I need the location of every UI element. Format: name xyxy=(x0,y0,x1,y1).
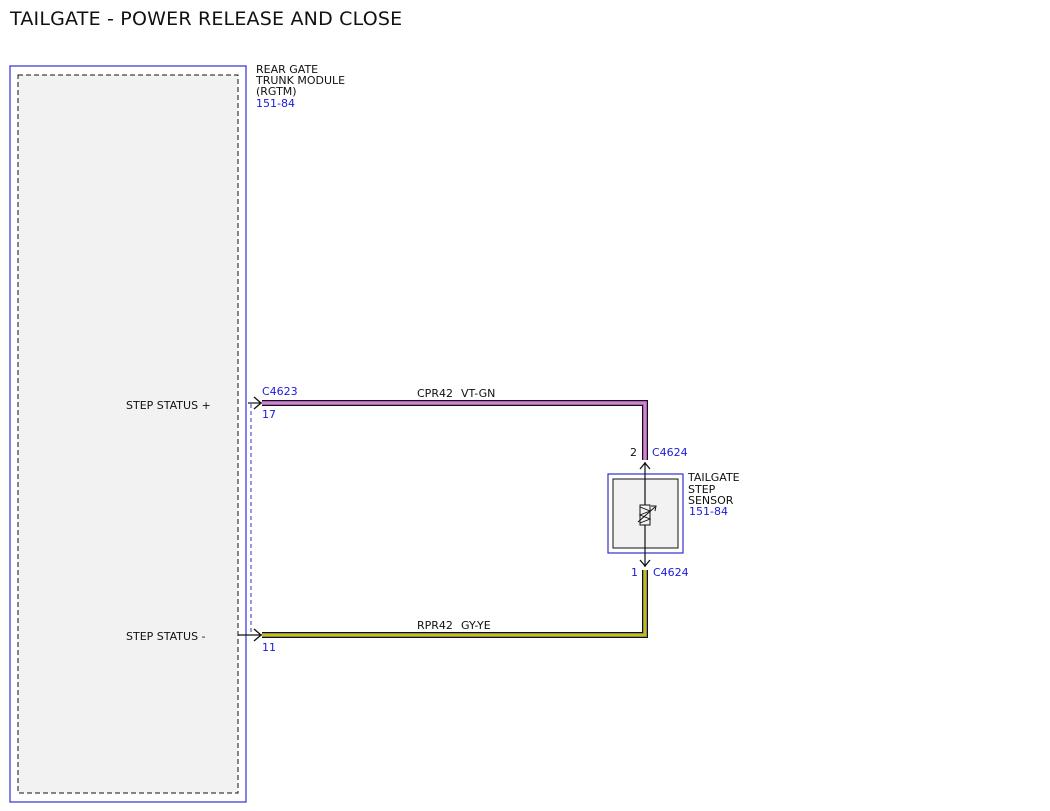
sensor-arrow-bottom xyxy=(639,559,651,568)
sensor-pin-1: 1 xyxy=(631,566,638,579)
sensor-pin-2: 2 xyxy=(630,446,637,459)
sensor-connector-bottom: C4624 xyxy=(653,566,689,579)
page-title: TAILGATE - POWER RELEASE AND CLOSE xyxy=(10,8,403,30)
pin-label-step-status-minus: STEP STATUS - xyxy=(126,630,206,643)
wire-rpr42 xyxy=(262,570,648,638)
pin-label-step-status-plus: STEP STATUS + xyxy=(126,399,211,412)
sensor-name-line-2: STEP xyxy=(688,483,716,496)
module-pin-11: 11 xyxy=(262,641,276,654)
module-body xyxy=(17,74,239,794)
module-name-line-2: TRUNK MODULE xyxy=(255,74,345,87)
module-name-line-3: (RGTM) xyxy=(256,85,297,98)
variable-resistor-icon xyxy=(637,504,657,526)
pin-arrow-17 xyxy=(253,396,262,410)
sensor-connector-top: C4624 xyxy=(652,446,688,459)
wire-bottom-circuit: RPR42 xyxy=(417,619,453,632)
wire-cpr42 xyxy=(262,400,648,460)
sensor-ref: 151-84 xyxy=(689,505,728,518)
sensor-name-line-1: TAILGATE xyxy=(687,471,740,484)
module-connector-id: C4623 xyxy=(262,385,298,398)
wire-top-circuit: CPR42 xyxy=(417,387,453,400)
module-outline xyxy=(9,65,247,803)
sensor-name-line-3: SENSOR xyxy=(688,494,734,507)
sensor-arrow-top xyxy=(639,461,651,470)
module-name-line-1: REAR GATE xyxy=(256,63,318,76)
wire-bottom-color-code: GY-YE xyxy=(461,619,491,632)
pin-arrow-11 xyxy=(253,628,262,642)
module-ref: 151-84 xyxy=(256,97,295,110)
module-pin-17: 17 xyxy=(262,408,276,421)
wire-top-color-code: VT-GN xyxy=(461,387,495,400)
